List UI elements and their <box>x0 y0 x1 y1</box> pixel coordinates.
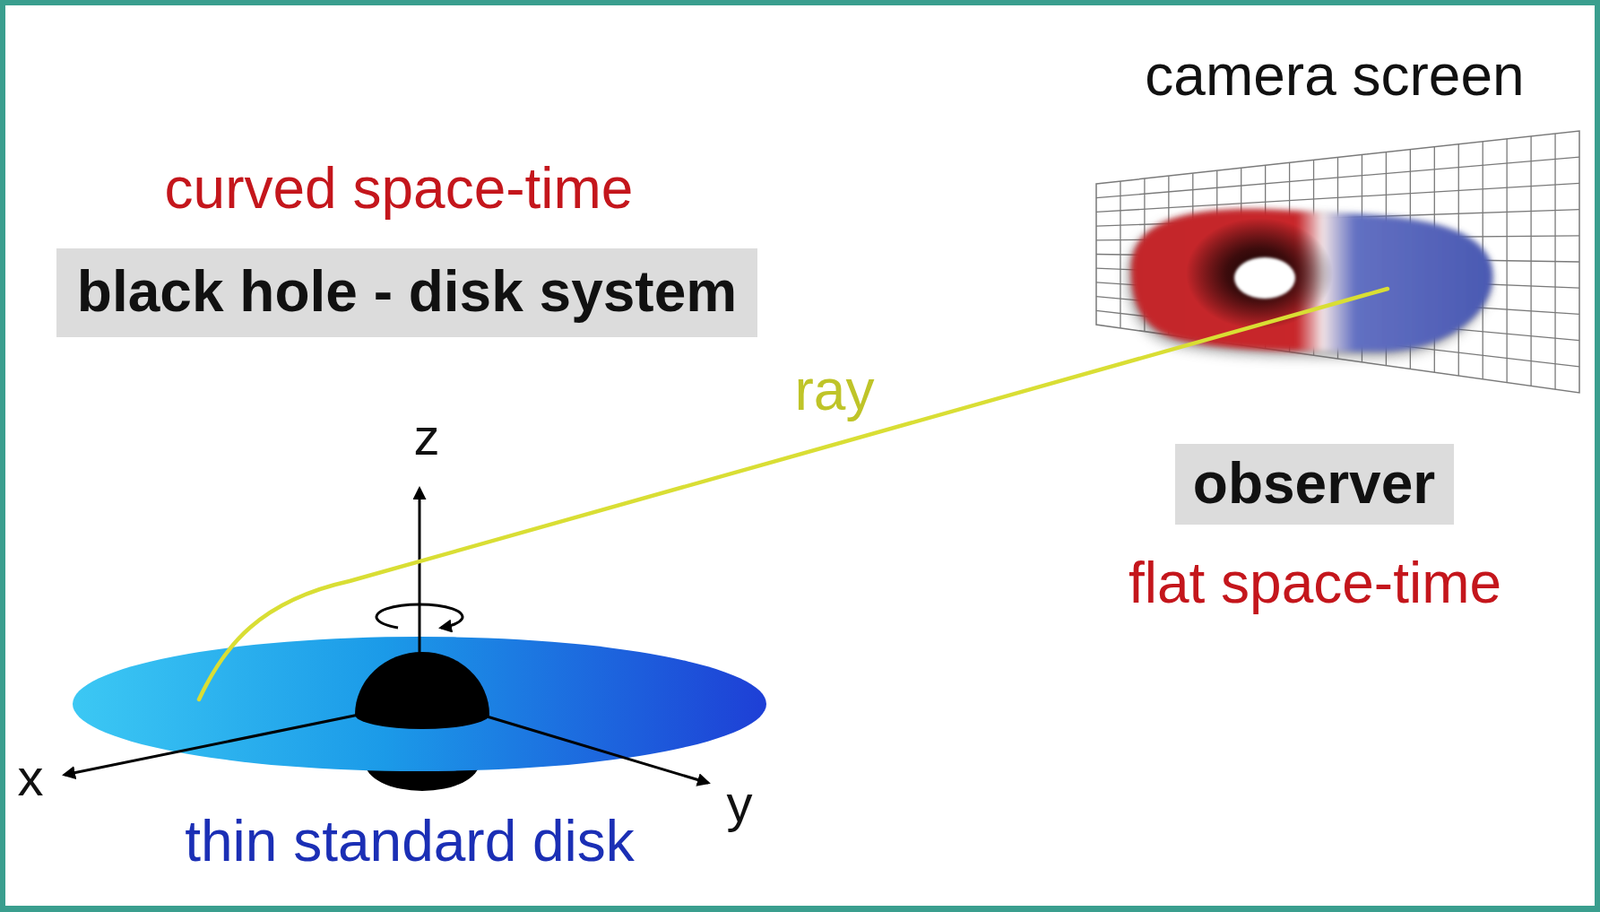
box-title: observer <box>1193 450 1436 518</box>
ray-label: ray <box>795 357 875 424</box>
box-title: black hole - disk system <box>77 259 737 326</box>
z-axis <box>418 488 422 659</box>
observer-box: observer <box>1175 443 1454 525</box>
image-hole <box>1234 257 1296 299</box>
frame-ground <box>5 5 1595 906</box>
spacetime-label: flat space-time <box>1128 550 1502 617</box>
black-hole-upper <box>354 651 490 729</box>
disk-label: thin standard disk <box>184 808 635 875</box>
axis-label: x <box>17 747 44 808</box>
system-box: black hole - disk system <box>56 248 758 338</box>
grid-line <box>1096 156 1580 199</box>
grid-line <box>1096 182 1580 212</box>
x-axis <box>64 712 368 775</box>
axis-label: y <box>726 773 753 834</box>
spacetime-label: curved space-time <box>164 155 634 223</box>
screen-outline <box>1096 130 1580 393</box>
disk-image <box>1131 208 1493 352</box>
y-axis <box>475 712 709 783</box>
rotation-arrow <box>376 604 463 628</box>
screen-label: camera screen <box>1144 43 1524 110</box>
camera-screen-grid <box>1096 130 1580 393</box>
axis-label: z <box>414 406 441 468</box>
